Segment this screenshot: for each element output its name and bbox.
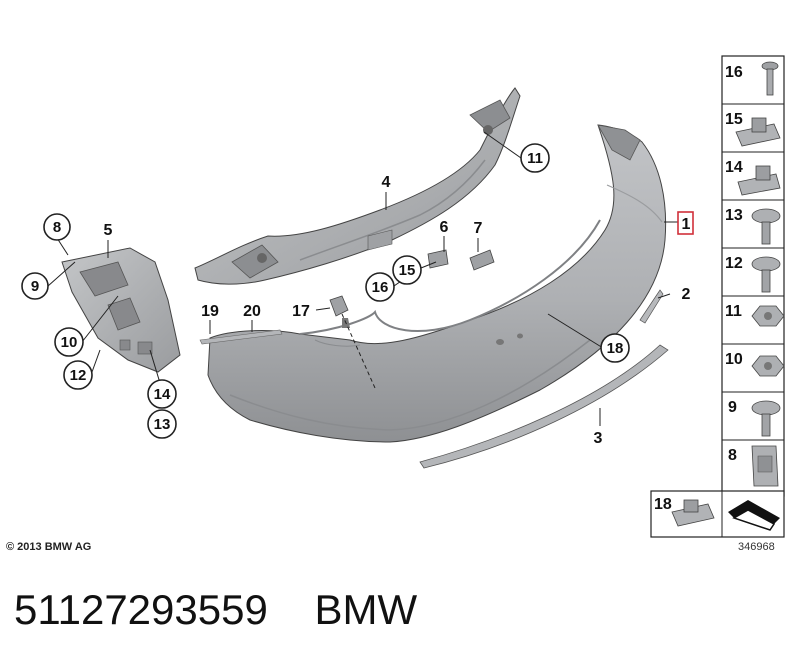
legend-item-16[interactable]: 16 bbox=[725, 61, 779, 96]
trim-strip-upper bbox=[639, 289, 664, 324]
clip-icon bbox=[671, 499, 715, 527]
legend-item-18[interactable]: 18 bbox=[654, 496, 715, 527]
callout-8[interactable]: 8 bbox=[43, 213, 71, 241]
svg-text:10: 10 bbox=[725, 351, 743, 368]
callout-4[interactable]: 4 bbox=[382, 174, 391, 191]
callout-1[interactable]: 1 bbox=[677, 211, 694, 235]
legend-item-13[interactable]: 13 bbox=[725, 207, 781, 245]
callout-10[interactable]: 10 bbox=[54, 327, 84, 357]
bumper-carrier bbox=[194, 87, 521, 285]
callout-13[interactable]: 13 bbox=[147, 409, 177, 439]
svg-text:14: 14 bbox=[154, 386, 171, 403]
screw-icon bbox=[761, 61, 779, 96]
reflector-strip bbox=[199, 329, 283, 345]
svg-text:14: 14 bbox=[725, 159, 743, 176]
expanding-rivet-icon bbox=[751, 208, 781, 245]
hex-nut-icon bbox=[751, 355, 785, 377]
callout-16[interactable]: 16 bbox=[365, 272, 395, 302]
arrow-bracket-icon bbox=[728, 500, 780, 531]
fastener-legend: 16 15 14 13 bbox=[721, 55, 785, 497]
svg-text:16: 16 bbox=[725, 64, 743, 81]
svg-text:10: 10 bbox=[61, 334, 78, 351]
callout-15[interactable]: 15 bbox=[392, 255, 422, 285]
svg-text:12: 12 bbox=[725, 255, 743, 272]
svg-text:13: 13 bbox=[154, 416, 171, 433]
svg-text:11: 11 bbox=[725, 303, 742, 320]
part-number-caption: 51127293559 BMW bbox=[14, 586, 418, 633]
clip-nut-icon bbox=[737, 165, 781, 196]
svg-text:9: 9 bbox=[728, 399, 737, 416]
callout-19[interactable]: 19 bbox=[201, 303, 219, 320]
spring-nut-icon bbox=[751, 445, 779, 487]
svg-text:18: 18 bbox=[607, 340, 624, 357]
callout-11[interactable]: 11 bbox=[520, 143, 550, 173]
callout-7[interactable]: 7 bbox=[474, 220, 483, 237]
svg-text:8: 8 bbox=[53, 219, 61, 236]
legend-item-11[interactable]: 11 bbox=[725, 303, 785, 327]
clip-part-6 bbox=[427, 249, 449, 269]
hex-nut-icon bbox=[751, 305, 785, 327]
rear-bumper-trim-panel bbox=[207, 124, 667, 443]
callout-6[interactable]: 6 bbox=[440, 219, 449, 236]
bracket-part-17 bbox=[329, 295, 349, 317]
svg-text:18: 18 bbox=[654, 496, 672, 513]
callout-3[interactable]: 3 bbox=[594, 430, 603, 447]
callout-17[interactable]: 17 bbox=[292, 303, 310, 320]
clip-part-7 bbox=[469, 249, 495, 271]
trim-strip-lower bbox=[419, 344, 669, 469]
legend-item-10[interactable]: 10 bbox=[725, 351, 785, 377]
svg-text:15: 15 bbox=[399, 262, 416, 279]
callout-5[interactable]: 5 bbox=[104, 222, 113, 239]
svg-text:11: 11 bbox=[527, 150, 543, 167]
callout-14[interactable]: 14 bbox=[147, 379, 177, 409]
legend-item-14[interactable]: 14 bbox=[725, 159, 781, 196]
flange-screw-icon bbox=[751, 400, 781, 437]
legend-item-8[interactable]: 8 bbox=[728, 445, 779, 487]
svg-text:1: 1 bbox=[682, 216, 691, 233]
svg-text:12: 12 bbox=[70, 367, 87, 384]
svg-text:15: 15 bbox=[725, 111, 743, 128]
legend-item-9[interactable]: 9 bbox=[728, 399, 781, 437]
svg-text:8: 8 bbox=[728, 447, 737, 464]
clip-nut-icon bbox=[735, 117, 781, 147]
copyright-notice: © 2013 BMW AG bbox=[6, 541, 92, 553]
legend-item-15[interactable]: 15 bbox=[725, 111, 781, 147]
expanding-rivet-icon bbox=[751, 256, 781, 293]
callout-12[interactable]: 12 bbox=[63, 360, 93, 390]
image-number: 346968 bbox=[738, 541, 775, 553]
svg-text:16: 16 bbox=[372, 279, 389, 296]
callout-9[interactable]: 9 bbox=[21, 272, 49, 300]
callout-20[interactable]: 20 bbox=[243, 303, 261, 320]
legend-item-12[interactable]: 12 bbox=[725, 255, 781, 293]
legend-bottom-row: 18 bbox=[650, 490, 785, 538]
callout-18[interactable]: 18 bbox=[600, 333, 630, 363]
callout-2[interactable]: 2 bbox=[682, 286, 691, 303]
svg-text:13: 13 bbox=[725, 207, 743, 224]
side-bracket-left bbox=[61, 247, 181, 373]
svg-text:9: 9 bbox=[31, 278, 39, 295]
